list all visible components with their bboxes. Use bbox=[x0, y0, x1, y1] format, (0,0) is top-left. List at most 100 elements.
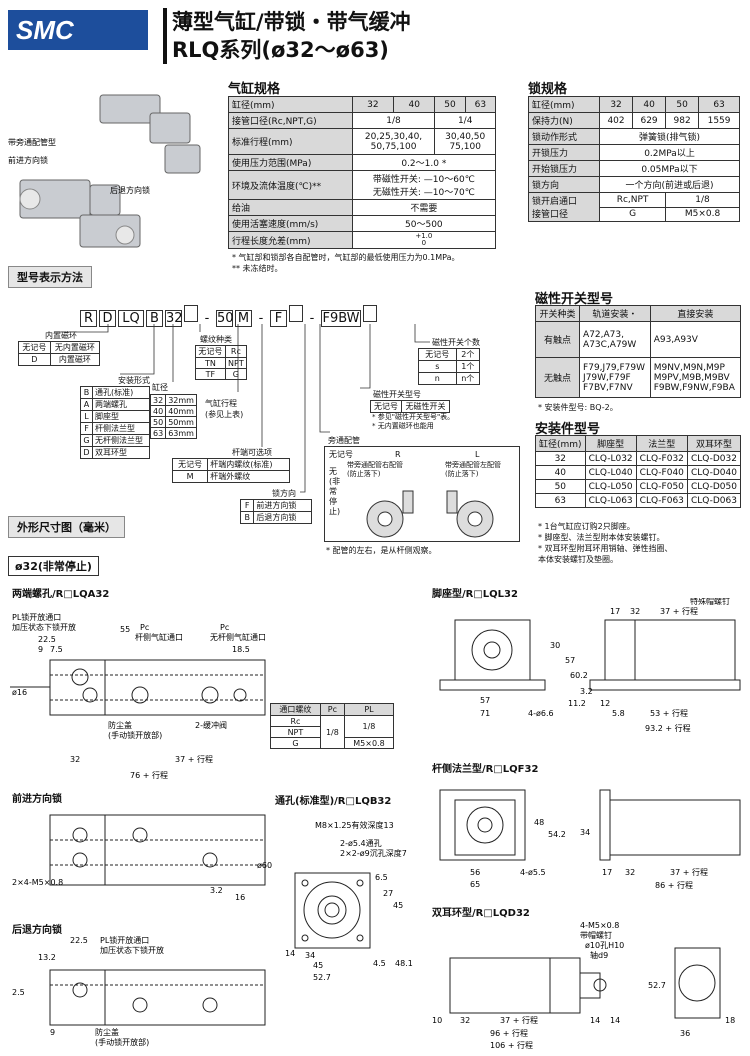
svg-text:32: 32 bbox=[630, 607, 640, 616]
svg-text:4-ø5.5: 4-ø5.5 bbox=[520, 868, 546, 877]
svg-text:57: 57 bbox=[480, 696, 490, 705]
bypass-diagram bbox=[366, 490, 494, 538]
svg-text:4-ø6.6: 4-ø6.6 bbox=[528, 709, 554, 718]
view-title-l: 脚座型/R□LQL32 bbox=[432, 589, 518, 600]
model-leader-lines bbox=[60, 324, 430, 493]
svg-text:(手动锁开放部): (手动锁开放部) bbox=[95, 1037, 149, 1047]
svg-text:96 + 行程: 96 + 行程 bbox=[490, 1028, 528, 1038]
svg-text:M8×1.25有效深度13: M8×1.25有效深度13 bbox=[315, 820, 394, 830]
switch-heading: 磁性开关型号 bbox=[535, 292, 614, 307]
svg-text:30: 30 bbox=[550, 641, 560, 650]
view-title-a: 两端螺孔/R□LQA32 bbox=[12, 589, 110, 600]
label-fwd-lock: 前进方向锁 bbox=[8, 155, 48, 165]
svg-text:55: 55 bbox=[120, 625, 130, 634]
svg-text:106 + 行程: 106 + 行程 bbox=[490, 1040, 533, 1050]
model-stroke-note: 气缸行程 (参见上表) bbox=[205, 399, 244, 419]
svg-text:18: 18 bbox=[725, 1016, 735, 1025]
svg-text:52.7: 52.7 bbox=[313, 973, 331, 982]
dims-heading: 外形尺寸图（毫米） bbox=[8, 516, 125, 538]
svg-text:13.2: 13.2 bbox=[38, 953, 56, 962]
header-divider bbox=[163, 8, 167, 64]
switchtype-notes: * 参见"磁性开关型号"表。* 无内置磁环也能用 bbox=[372, 413, 455, 430]
svg-text:杆侧气缸通口: 杆侧气缸通口 bbox=[135, 632, 183, 642]
svg-text:53 + 行程: 53 + 行程 bbox=[650, 708, 688, 718]
view-title-fwd: 前进方向锁 bbox=[12, 794, 62, 805]
page-title: 薄型气缸/带锁・带气缓冲 bbox=[172, 10, 411, 34]
svg-text:34: 34 bbox=[580, 828, 590, 837]
model-bypass-box: 无记号 R L 无(非常停止) 带旁通配管右配管 (防止落下) 带旁通配管左配管… bbox=[324, 446, 520, 542]
svg-text:37 + 行程: 37 + 行程 bbox=[670, 867, 708, 877]
drawing-f: 56 65 4-ø5.5 48 54.2 34 17 32 37 + 行程 86… bbox=[439, 789, 741, 890]
svg-text:17: 17 bbox=[610, 607, 620, 616]
lock-spec-heading: 锁规格 bbox=[528, 82, 568, 97]
bracket-heading: 安装件型号 bbox=[535, 422, 601, 437]
svg-text:14: 14 bbox=[285, 949, 295, 958]
svg-text:10: 10 bbox=[432, 1016, 442, 1025]
svg-text:加压状态下锁开放: 加压状态下锁开放 bbox=[12, 622, 76, 632]
svg-text:14: 14 bbox=[610, 1016, 620, 1025]
svg-text:11.2: 11.2 bbox=[568, 699, 586, 708]
svg-text:3.2: 3.2 bbox=[210, 886, 223, 895]
svg-text:5.8: 5.8 bbox=[612, 709, 625, 718]
svg-text:9: 9 bbox=[38, 645, 43, 654]
drawing-b: M8×1.25有效深度13 2-ø5.4通孔 2×2-ø9沉孔深度7 ø60 6… bbox=[257, 820, 413, 982]
svg-text:45: 45 bbox=[313, 961, 323, 970]
svg-text:12: 12 bbox=[600, 699, 610, 708]
svg-text:2×2-ø9沉孔深度7: 2×2-ø9沉孔深度7 bbox=[340, 848, 407, 858]
drawing-bwd: 22.5 PL锁开放通口 加压状态下锁开放 13.2 2.5 9 防尘盖 (手动… bbox=[12, 935, 266, 1047]
brand-logo: SMC bbox=[8, 10, 148, 50]
drawing-fwd: 2×4-M5×0.8 3.2 16 bbox=[12, 814, 266, 902]
svg-text:65: 65 bbox=[470, 880, 480, 889]
svg-text:37 + 行程: 37 + 行程 bbox=[660, 606, 698, 616]
view-title-f: 杆侧法兰型/R□LQF32 bbox=[432, 764, 539, 775]
page-subtitle: RLQ系列(ø32～ø63) bbox=[172, 38, 389, 62]
svg-text:Pc: Pc bbox=[220, 623, 229, 632]
svg-text:32: 32 bbox=[70, 755, 80, 764]
svg-text:6.5: 6.5 bbox=[375, 873, 388, 882]
svg-text:PL锁开放通口: PL锁开放通口 bbox=[100, 935, 149, 945]
svg-text:ø60: ø60 bbox=[257, 861, 272, 870]
svg-text:14: 14 bbox=[590, 1016, 600, 1025]
svg-text:86 + 行程: 86 + 行程 bbox=[655, 880, 693, 890]
svg-text:2.5: 2.5 bbox=[12, 988, 25, 997]
svg-text:32: 32 bbox=[460, 1016, 470, 1025]
drawing-l: 57 60.2 30 57 71 4-ø6.6 17 32 37 + 行程 特殊… bbox=[439, 598, 741, 733]
bypass-note: * 配管的左右，是从杆侧观察。 bbox=[326, 546, 437, 555]
svg-text:57: 57 bbox=[565, 656, 575, 665]
svg-text:48: 48 bbox=[534, 818, 544, 827]
svg-text:7.5: 7.5 bbox=[50, 645, 63, 654]
svg-text:60.2: 60.2 bbox=[570, 671, 588, 680]
view-title-bwd: 后退方向锁 bbox=[12, 925, 62, 936]
svg-text:Pc: Pc bbox=[140, 623, 149, 632]
svg-text:ø16: ø16 bbox=[12, 688, 27, 697]
size-tag: ø32(非常停止) bbox=[8, 556, 99, 576]
svg-text:27: 27 bbox=[383, 889, 393, 898]
svg-text:防尘盖: 防尘盖 bbox=[108, 720, 132, 730]
svg-text:PL锁开放通口: PL锁开放通口 bbox=[12, 612, 61, 622]
svg-text:17: 17 bbox=[602, 868, 612, 877]
svg-text:76 + 行程: 76 + 行程 bbox=[130, 770, 168, 780]
view-title-d: 双耳环型/R□LQD32 bbox=[432, 908, 530, 919]
svg-text:52.7: 52.7 bbox=[648, 981, 666, 990]
svg-text:加压状态下锁开放: 加压状态下锁开放 bbox=[100, 945, 164, 955]
bracket-notes: * 1台气缸应订购2只脚座。* 脚座型、法兰型附本体安装螺钉。* 双耳环型附耳环… bbox=[538, 522, 673, 564]
svg-text:9: 9 bbox=[50, 1028, 55, 1037]
svg-text:(手动锁开放部): (手动锁开放部) bbox=[108, 730, 162, 740]
view-title-b: 通孔(标准型)/R□LQB32 bbox=[275, 796, 392, 807]
svg-text:34: 34 bbox=[305, 951, 315, 960]
svg-text:带帽螺钉: 带帽螺钉 bbox=[580, 930, 612, 940]
svg-text:56: 56 bbox=[470, 868, 480, 877]
svg-text:2-ø5.4通孔: 2-ø5.4通孔 bbox=[340, 838, 382, 848]
model-heading: 型号表示方法 bbox=[8, 266, 92, 288]
model-switchtype-table: 无记号无磁性开关 bbox=[370, 400, 451, 413]
svg-text:54.2: 54.2 bbox=[548, 830, 566, 839]
svg-text:37 + 行程: 37 + 行程 bbox=[175, 754, 213, 764]
svg-text:防尘盖: 防尘盖 bbox=[95, 1027, 119, 1037]
